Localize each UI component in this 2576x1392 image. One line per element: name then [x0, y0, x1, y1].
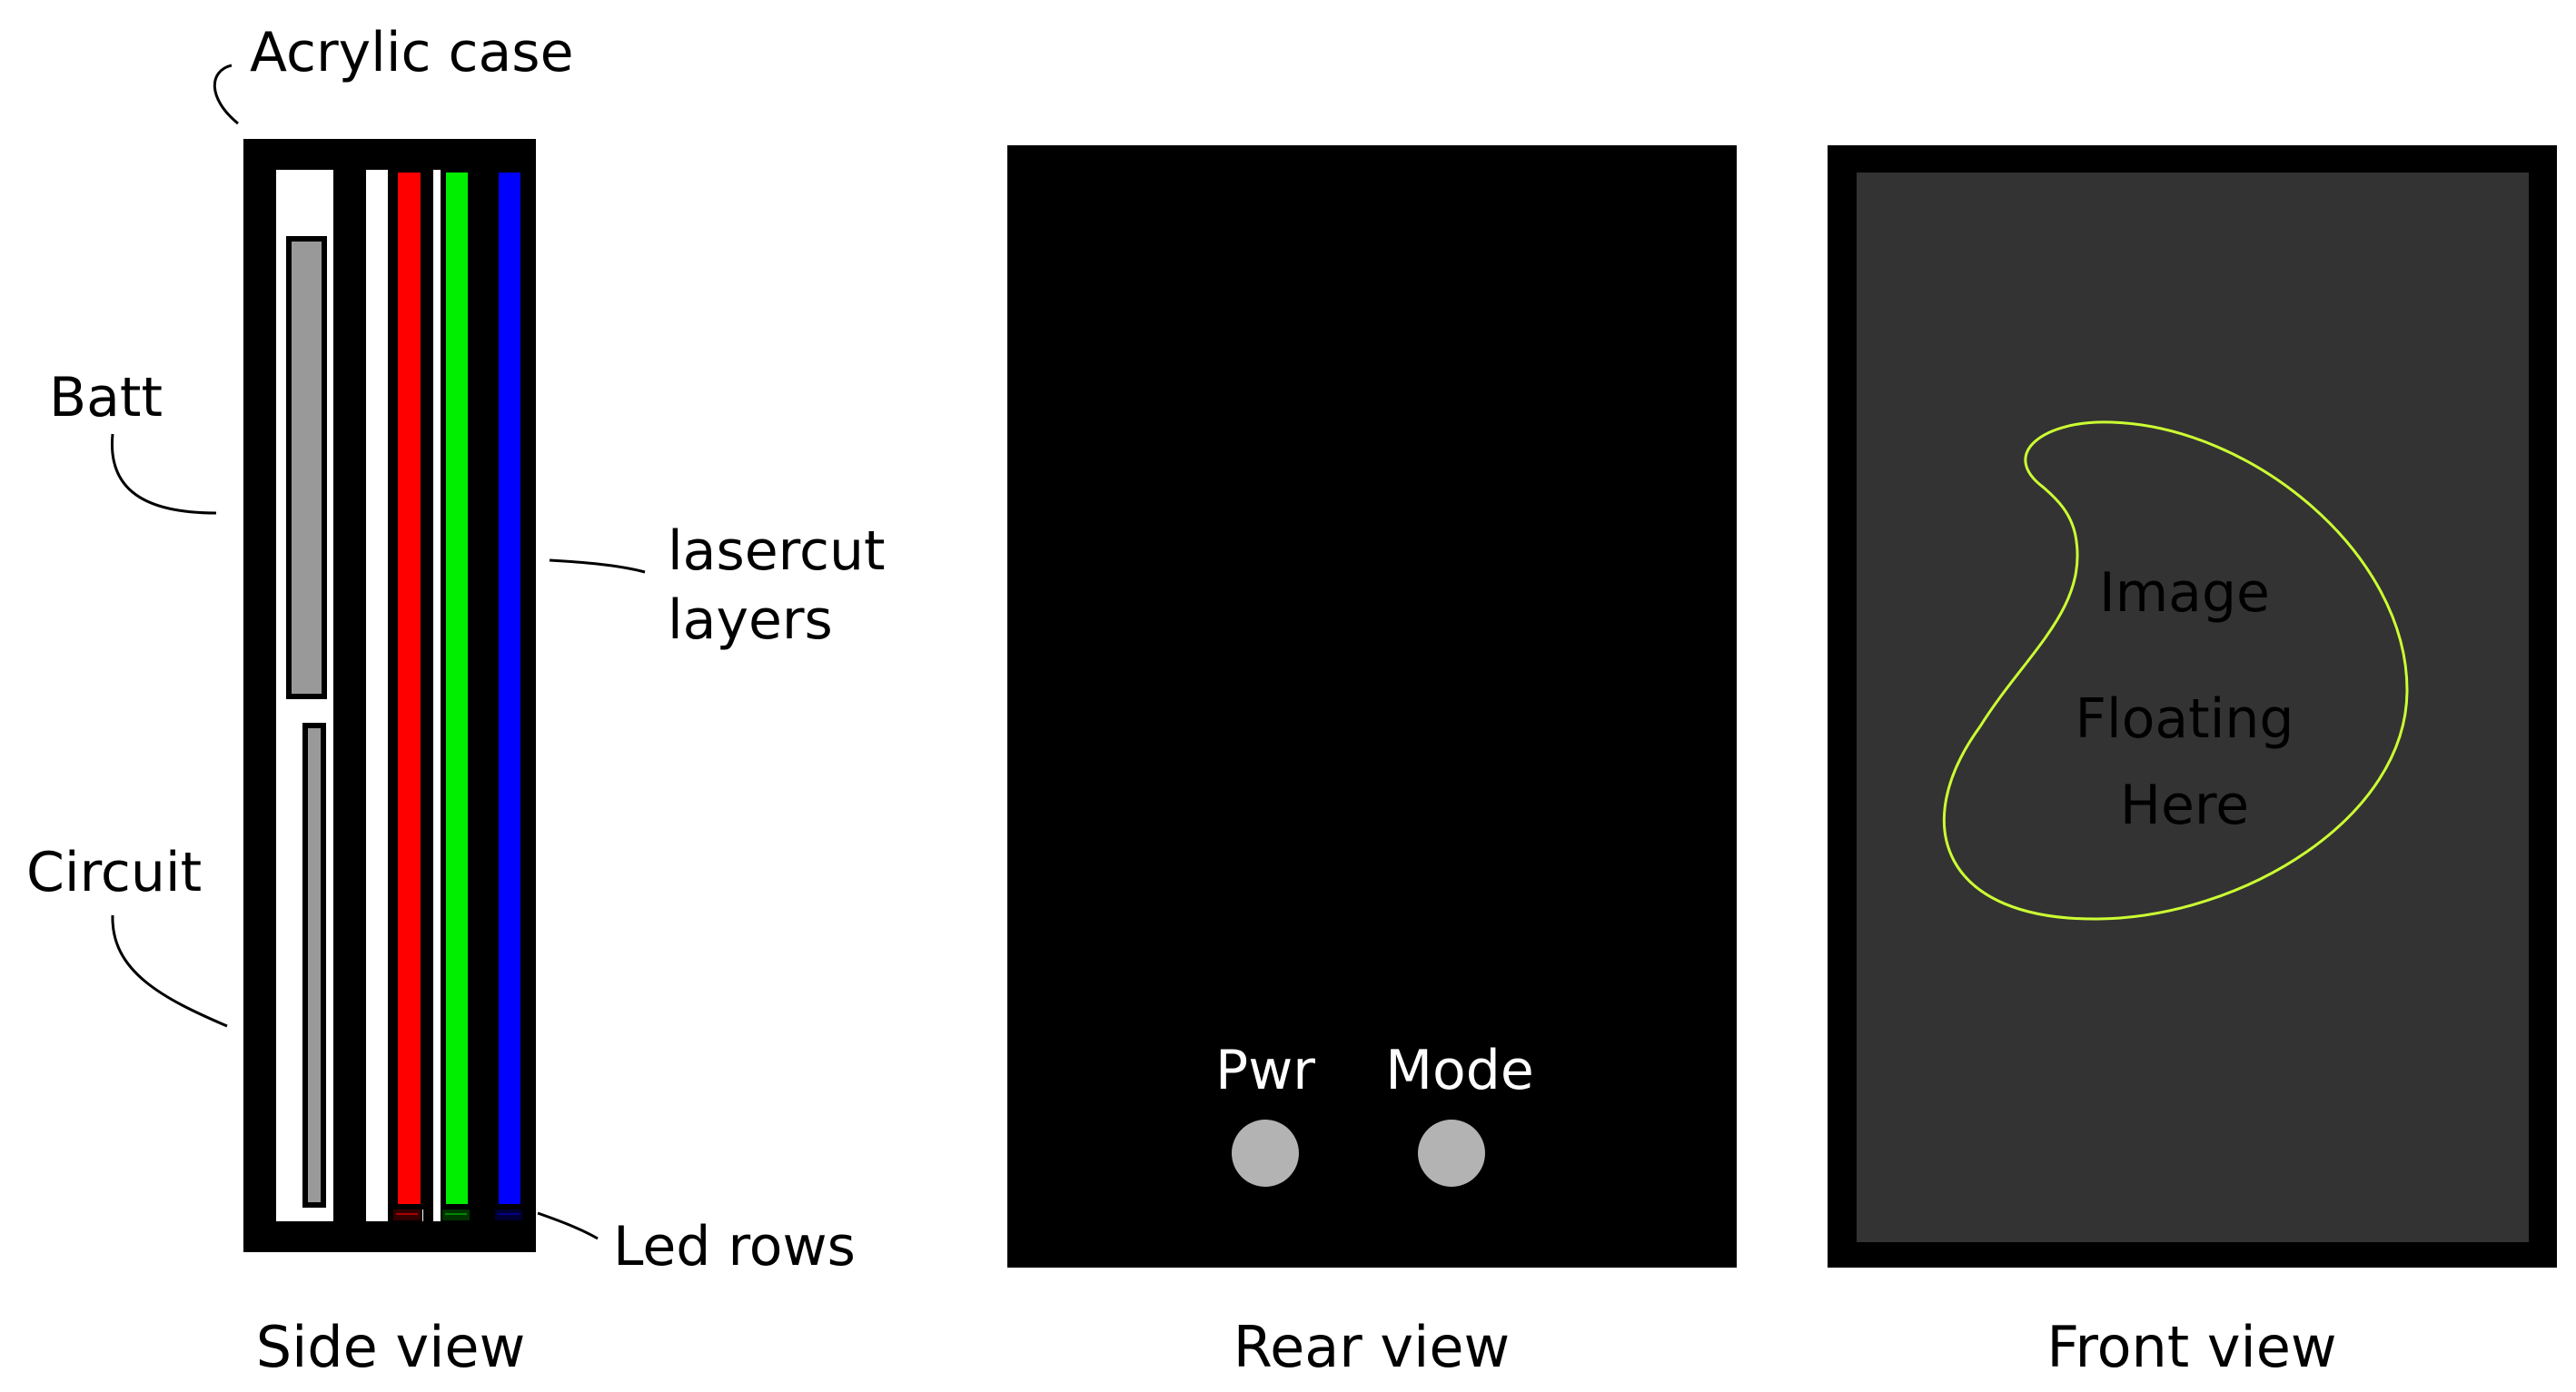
- leader-acrylic-case: [213, 64, 239, 125]
- word-floating: Floating: [2076, 687, 2294, 751]
- front-display: [1857, 173, 2529, 1242]
- label-battery: Batt: [49, 366, 163, 429]
- caption-side-view: Side view: [256, 1314, 526, 1380]
- case-bottom-bar: [243, 1221, 536, 1252]
- led-rows: [391, 1208, 524, 1222]
- label-acrylic-case: Acrylic case: [250, 21, 573, 84]
- word-image: Image: [2099, 561, 2270, 625]
- layer-red: [392, 167, 426, 1209]
- circuit-board: [302, 723, 326, 1208]
- mode-button[interactable]: [1418, 1120, 1485, 1187]
- layer-blue: [493, 167, 526, 1209]
- battery-block: [286, 236, 327, 699]
- label-mode: Mode: [1385, 1039, 1533, 1102]
- label-lasercut: lasercut: [668, 519, 886, 583]
- leader-led-rows: [537, 1211, 599, 1240]
- label-circuit: Circuit: [26, 841, 202, 904]
- layer-separator: [423, 170, 433, 1221]
- leader-battery: [110, 433, 217, 515]
- label-led-rows: Led rows: [613, 1215, 856, 1278]
- label-power: Pwr: [1215, 1039, 1315, 1102]
- layer-separator: [388, 170, 395, 1221]
- case-left-wall: [243, 139, 276, 1252]
- case-top-bar: [243, 139, 530, 170]
- label-layers: layers: [668, 588, 833, 652]
- layer-green: [441, 167, 473, 1209]
- power-button[interactable]: [1232, 1120, 1299, 1187]
- case-right-wall: [529, 139, 536, 1252]
- caption-rear-view: Rear view: [1234, 1314, 1510, 1380]
- rear-panel: [1007, 145, 1737, 1268]
- leader-layers: [549, 558, 646, 574]
- rear-view: Pwr Mode Rear view: [1007, 145, 1737, 1380]
- case-inner-wall: [333, 139, 366, 1252]
- front-view: Image Floating Here Front view: [1828, 145, 2557, 1380]
- lasercut-layers: [392, 167, 526, 1209]
- side-view: Acrylic case Batt Circuit lasercut layer…: [26, 21, 886, 1380]
- floating-outline: [1942, 420, 2409, 921]
- layer-separator: [471, 170, 494, 1221]
- leader-circuit: [111, 914, 228, 1028]
- caption-front-view: Front view: [2046, 1314, 2336, 1380]
- word-here: Here: [2120, 774, 2249, 837]
